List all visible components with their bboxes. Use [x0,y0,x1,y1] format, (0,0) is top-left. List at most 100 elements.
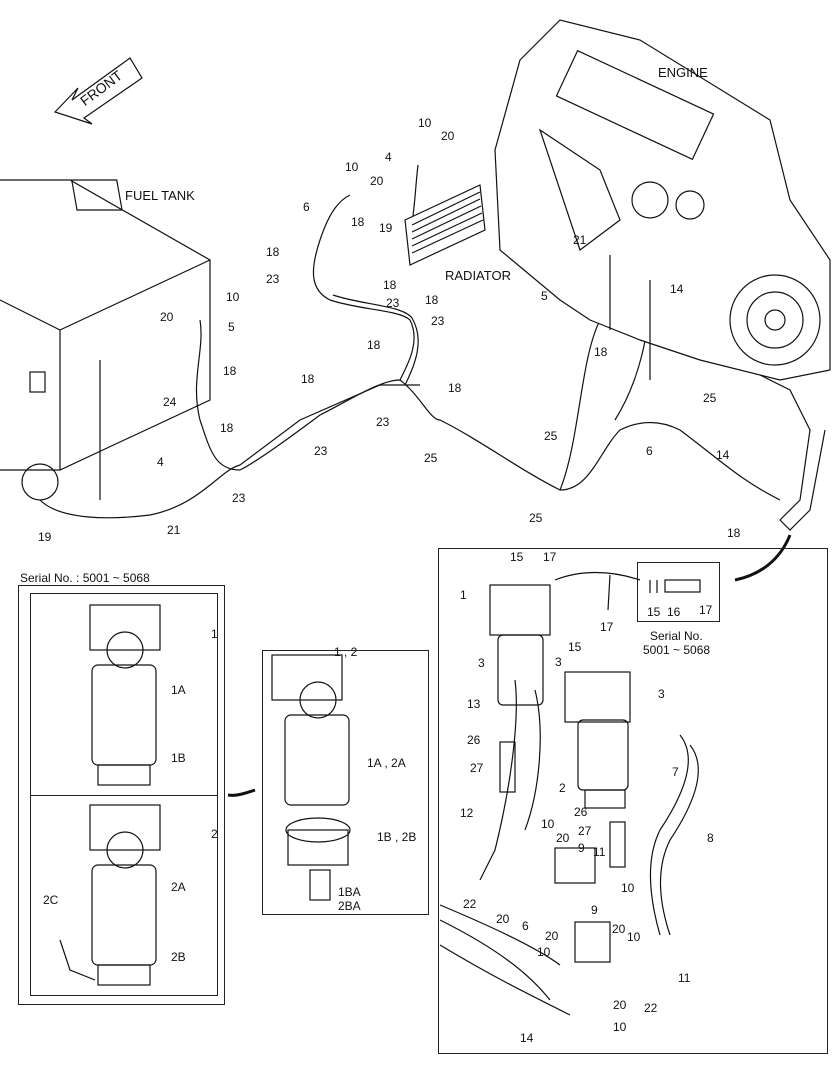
callout: 8 [707,831,714,845]
callout: 18 [425,293,439,307]
callout: 5 [228,320,235,334]
callout: 18 [448,381,462,395]
callout: 20 [160,310,174,324]
callout-2c: 2C [43,893,59,907]
callout: 20 [556,831,570,845]
callout-2: 2 [211,827,218,841]
callout-1b: 1B [171,751,186,765]
callout: 18 [351,215,365,229]
callout: 18 [223,364,237,378]
callout: 18 [727,526,741,540]
front-arrow [53,57,143,125]
callout-1ba: 1BA [338,885,361,899]
fuel-line-main [239,379,781,501]
serial-label-inset-1: Serial No. [650,629,703,643]
callout: 19 [38,530,52,544]
engine-label: ENGINE [658,65,708,80]
filter-fittings [759,374,826,531]
callout: 26 [574,805,588,819]
callout: 4 [385,150,392,164]
callout: 23 [266,272,280,286]
callout: 16 [667,605,681,619]
callout: 26 [467,733,481,747]
engine [494,19,831,381]
callout: 22 [644,1001,658,1015]
callout: 13 [467,697,481,711]
callout: 12 [460,806,474,820]
callout-1a: 1A [171,683,186,697]
callout: 10 [226,290,240,304]
callout: 20 [612,922,626,936]
radiator-label: RADIATOR [445,268,511,283]
callout: 3 [658,687,665,701]
callout: 20 [370,174,384,188]
inset-bolt [649,579,701,593]
filter-mid [271,654,351,901]
callout-1-2: 1 , 2 [334,645,358,659]
callout: 23 [386,296,400,310]
callout: 24 [163,395,177,409]
callout: 17 [600,620,614,634]
inset-serial-frame [637,562,720,622]
fuel-line-5 [195,319,241,471]
filter-1 [89,604,161,786]
callout: 3 [478,656,485,670]
callout: 5 [541,289,548,303]
callout: 15 [510,550,524,564]
serial-label-left: Serial No. : 5001 ~ 5068 [20,571,150,585]
callout: 2 [559,781,566,795]
callout: 23 [431,314,445,328]
callout: 9 [591,903,598,917]
callout: 10 [621,881,635,895]
callout: 18 [220,421,234,435]
callout: 14 [520,1031,534,1045]
callout: 21 [573,233,587,247]
callout: 10 [537,945,551,959]
callout: 25 [544,429,558,443]
callout: 3 [555,655,562,669]
callout: 10 [627,930,641,944]
callout: 10 [418,116,432,130]
callout: 7 [672,765,679,779]
callout: 27 [470,761,484,775]
fuel-tank [0,179,211,501]
callout: 23 [232,491,246,505]
callout-1b-2b: 1B , 2B [377,830,417,844]
callout: 6 [522,919,529,933]
callout: 10 [541,817,555,831]
fuel-line-4 [39,384,420,519]
left-filter-inner-frame [30,593,218,996]
callout: 18 [367,338,381,352]
callout-1: 1 [211,627,218,641]
callout: 18 [266,245,280,259]
callout: 6 [303,200,310,214]
callout-2b: 2B [171,950,186,964]
callout: 17 [699,603,713,617]
callout-1a-2a: 1A , 2A [367,756,406,770]
callout: 18 [383,278,397,292]
filter-2 [59,804,161,986]
callout: 25 [424,451,438,465]
callout: 11 [678,971,691,985]
callout: 9 [578,841,585,855]
callout: 23 [376,415,390,429]
mid-filter-frame [262,650,429,915]
callout: 10 [613,1020,627,1034]
callout: 10 [345,160,359,174]
callout: 1 [460,588,467,602]
callout: 23 [314,444,328,458]
detail-assembly [439,584,699,1016]
callout: 22 [463,897,477,911]
callout: 14 [670,282,684,296]
callout: 19 [379,221,393,235]
fuel-tank-label: FUEL TANK [125,188,195,203]
callout: 15 [568,640,582,654]
callout-2a: 2A [171,880,186,894]
left-filter-frame [18,585,225,1005]
callout: 20 [441,129,455,143]
radiator [404,184,486,266]
callout: 25 [529,511,543,525]
callout: 14 [716,448,730,462]
serial-label-inset-2: 5001 ~ 5068 [643,643,711,657]
